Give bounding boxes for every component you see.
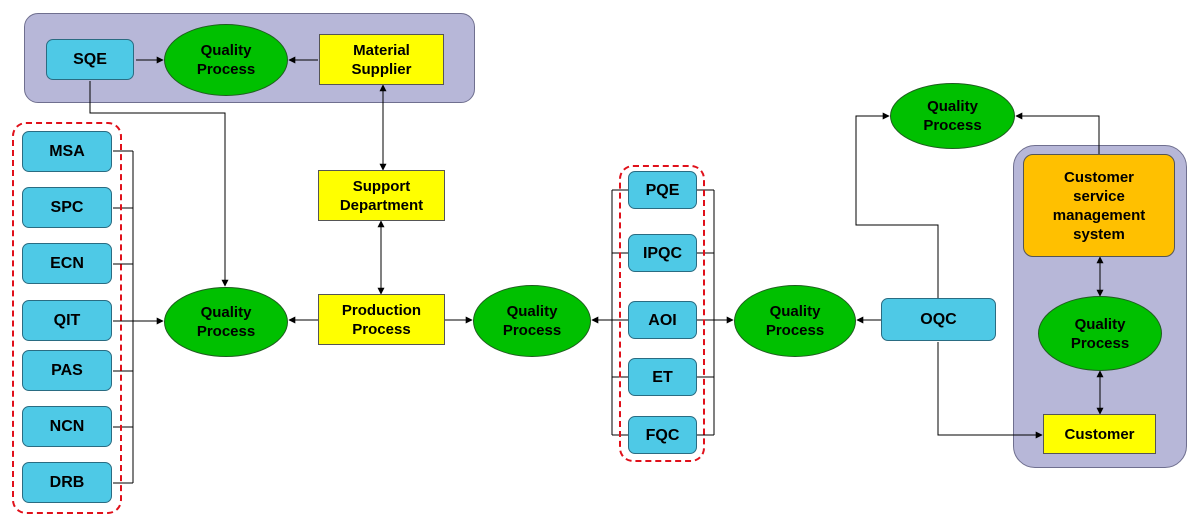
spc-label: SPC bbox=[50, 199, 84, 216]
quality-process-right-label: Quality Process bbox=[765, 303, 825, 339]
quality-process-customer-label: Quality Process bbox=[1070, 315, 1130, 352]
quality-process-left-oval: Quality Process bbox=[164, 287, 288, 357]
production-process-label: Production Process bbox=[341, 301, 422, 338]
fqc-label: FQC bbox=[645, 426, 680, 444]
ecn-label: ECN bbox=[50, 255, 84, 272]
quality-process-top-label: Quality Process bbox=[196, 42, 256, 78]
material-supplier-box: Material Supplier bbox=[319, 34, 444, 85]
pas-box: PAS bbox=[22, 350, 112, 391]
line-oqc-to-quality-upper-right bbox=[855, 112, 939, 298]
ncn-label: NCN bbox=[49, 418, 85, 435]
qit-box: QIT bbox=[22, 300, 112, 341]
sqe-box: SQE bbox=[46, 39, 134, 80]
production-process-box: Production Process bbox=[318, 294, 445, 345]
quality-process-left-label: Quality Process bbox=[196, 304, 256, 340]
quality-process-mid-oval: Quality Process bbox=[473, 285, 591, 357]
qit-label: QIT bbox=[53, 312, 81, 329]
ipqc-label: IPQC bbox=[642, 244, 683, 262]
ipqc-box: IPQC bbox=[628, 234, 697, 272]
pqe-box: PQE bbox=[628, 171, 697, 209]
aoi-label: AOI bbox=[648, 311, 677, 329]
sqe-label: SQE bbox=[73, 51, 107, 68]
msa-box: MSA bbox=[22, 131, 112, 172]
ecn-box: ECN bbox=[22, 243, 112, 284]
pas-label: PAS bbox=[51, 362, 83, 379]
quality-process-right-oval: Quality Process bbox=[734, 285, 856, 357]
drb-label: DRB bbox=[49, 474, 85, 491]
drb-box: DRB bbox=[22, 462, 112, 503]
support-department-box: Support Department bbox=[318, 170, 445, 221]
fqc-box: FQC bbox=[628, 416, 697, 454]
aoi-box: AOI bbox=[628, 301, 697, 339]
quality-process-mid-label: Quality Process bbox=[502, 303, 562, 339]
et-label: ET bbox=[652, 368, 673, 386]
oqc-label: OQC bbox=[920, 311, 957, 328]
quality-process-upper-right-oval: Quality Process bbox=[890, 83, 1015, 149]
quality-process-customer-oval: Quality Process bbox=[1038, 296, 1162, 371]
ncn-box: NCN bbox=[22, 406, 112, 447]
line-sqe-to-quality-left bbox=[89, 81, 229, 287]
oqc-box: OQC bbox=[881, 298, 996, 341]
inspection-outline bbox=[619, 165, 705, 462]
quality-process-upper-right-label: Quality Process bbox=[923, 98, 982, 134]
left-metrics-outline bbox=[12, 122, 122, 514]
spc-box: SPC bbox=[22, 187, 112, 228]
pqe-label: PQE bbox=[645, 181, 680, 199]
customer-label: Customer bbox=[1064, 425, 1135, 443]
line-oqc-to-customer bbox=[937, 342, 1043, 439]
quality-process-top-oval: Quality Process bbox=[164, 24, 288, 96]
et-box: ET bbox=[628, 358, 697, 396]
customer-service-management-label: Customer service management system bbox=[1052, 168, 1146, 243]
material-supplier-label: Material Supplier bbox=[351, 41, 412, 78]
customer-service-management-box: Customer service management system bbox=[1023, 154, 1175, 257]
customer-box: Customer bbox=[1043, 414, 1156, 454]
msa-label: MSA bbox=[49, 143, 85, 160]
support-department-label: Support Department bbox=[339, 177, 424, 214]
line-csms-to-quality-upper-right bbox=[1015, 112, 1100, 154]
